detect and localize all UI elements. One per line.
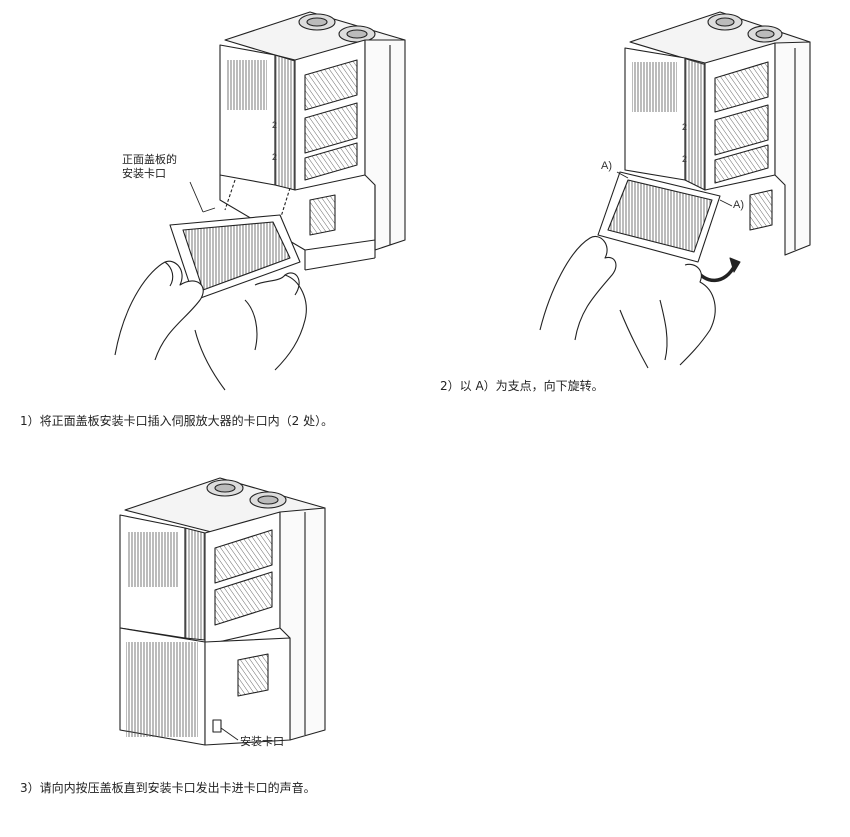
step1-callout-line1: 正面盖板的	[122, 153, 177, 166]
hole-mark-lower: 2	[272, 152, 277, 162]
pivot-label-left: A)	[601, 160, 612, 172]
step1-figure: 2 2	[95, 0, 435, 400]
hole-mark-upper: 2	[682, 122, 687, 132]
step1-caption: 1）将正面盖板安装卡口插入伺服放大器的卡口内（2 处）。	[20, 414, 334, 428]
step3-figure	[110, 460, 370, 760]
step1-callout: 正面盖板的 安装卡口	[122, 153, 177, 181]
step3-callout: 安装卡口	[240, 735, 284, 748]
servo-amplifier-open-cover-illustration: 2 2	[114, 11, 406, 391]
step2-figure: 2 2	[520, 0, 820, 370]
step2-caption: 2）以 A）为支点，向下旋转。	[440, 379, 604, 393]
step1-callout-line2: 安装卡口	[122, 167, 166, 180]
hole-mark-lower: 2	[682, 154, 687, 164]
servo-amplifier-rotating-cover-illustration: 2 2	[539, 11, 811, 369]
pivot-label-right: A)	[733, 199, 744, 211]
servo-amplifier-closed-cover-illustration	[119, 477, 326, 746]
hole-mark-upper: 2	[272, 120, 277, 130]
step3-caption: 3）请向内按压盖板直到安装卡口发出卡进卡口的声音。	[20, 781, 316, 795]
